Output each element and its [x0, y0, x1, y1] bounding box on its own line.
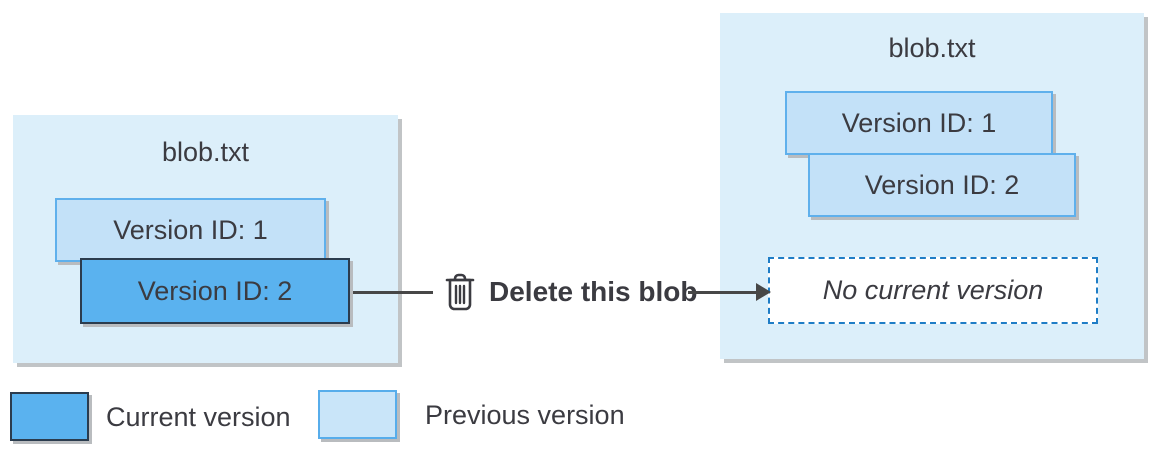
version-box-current-2-before: Version ID: 2 — [80, 258, 350, 324]
version-label: Version ID: 2 — [137, 275, 293, 306]
delete-action-label: Delete this blob — [489, 276, 698, 307]
blob-title-before: blob.txt — [161, 137, 250, 167]
trash-icon — [444, 273, 476, 311]
arrow-right-icon — [756, 283, 771, 301]
blob-title-after: blob.txt — [888, 33, 976, 63]
connector-line-left — [353, 291, 433, 294]
version-label: Version ID: 2 — [864, 169, 1020, 200]
version-box-previous-1-after: Version ID: 1 — [785, 91, 1053, 155]
connector-line-right — [688, 291, 756, 294]
no-current-version-label: No current version — [822, 275, 1044, 305]
version-label: Version ID: 1 — [841, 107, 997, 138]
version-box-previous-2-after: Version ID: 2 — [808, 153, 1076, 217]
version-box-previous-1-before: Version ID: 1 — [55, 198, 326, 262]
no-current-version-box: No current version — [768, 257, 1098, 324]
blob-container-before: blob.txt Version ID: 1 Version ID: 2 — [13, 115, 398, 363]
version-label: Version ID: 1 — [113, 214, 268, 245]
legend-current-version-swatch — [10, 392, 89, 441]
blob-container-after: blob.txt Version ID: 1 Version ID: 2 No … — [720, 13, 1144, 359]
legend-previous-version-label: Previous version — [425, 399, 625, 430]
legend-current-version-label: Current version — [106, 401, 291, 432]
legend-previous-version-swatch — [318, 390, 397, 439]
